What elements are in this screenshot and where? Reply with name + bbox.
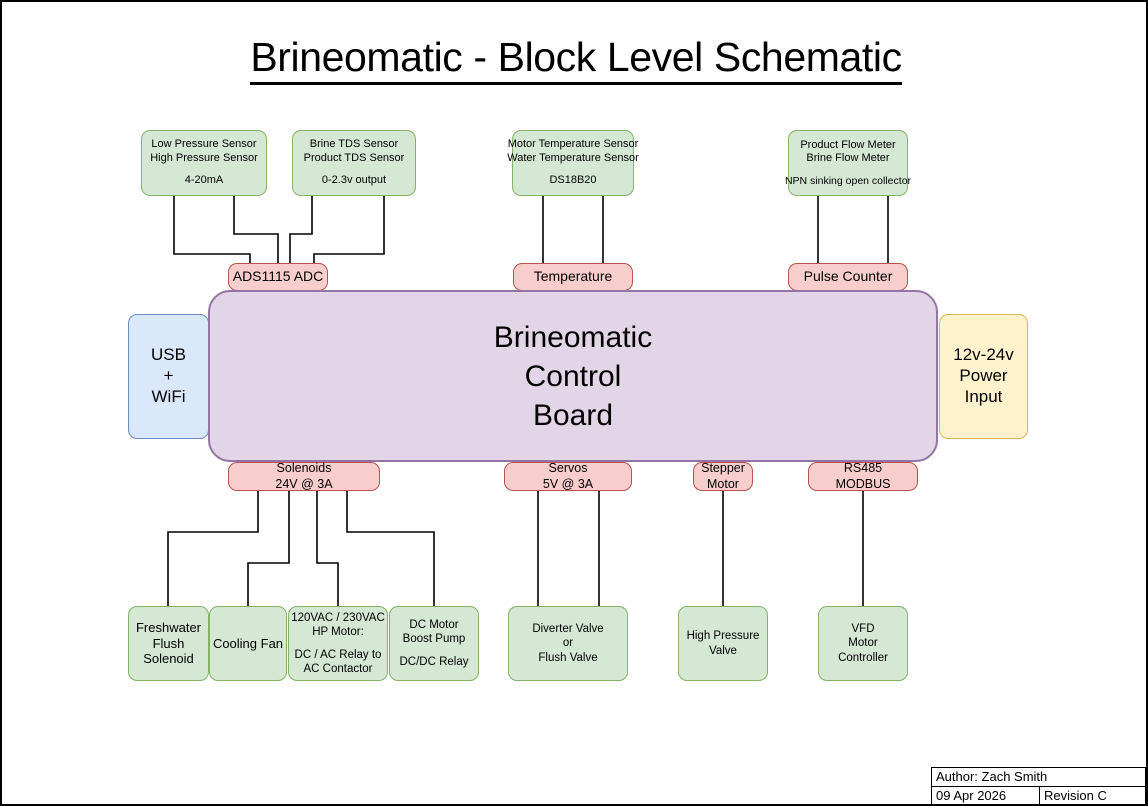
- sensor-line-1: Product Flow Meter: [800, 138, 896, 151]
- sensor-line-1: Low Pressure Sensor: [151, 138, 257, 151]
- device-line-1: Freshwater: [135, 619, 202, 635]
- power-input: 12v-24v Power Input: [939, 314, 1028, 439]
- interface-line-2: MODBUS: [835, 476, 891, 491]
- device-vfd-motor-controller: VFD Motor Controller: [818, 606, 908, 681]
- device-line-3: Controller: [838, 651, 888, 664]
- title-block-date: 09 Apr 2026: [932, 786, 1040, 804]
- interface-rs485-modbus: RS485 MODBUS: [808, 461, 918, 491]
- interface-label: Temperature: [533, 268, 613, 285]
- sensor-flow-meters: Product Flow Meter Brine Flow Meter NPN …: [784, 130, 912, 196]
- wire-solenoids-to-hp-motor: [316, 491, 339, 607]
- interface-ads1115-adc: ADS1115 ADC: [228, 263, 328, 291]
- page-title-text: Brineomatic - Block Level Schematic: [250, 34, 902, 85]
- comms-line-1: USB: [151, 345, 186, 365]
- title-block-author-row: Author: Zach Smith: [932, 768, 1145, 787]
- device-line-1: DC Motor: [409, 618, 459, 631]
- sensor-tds-sensors: Brine TDS Sensor Product TDS Sensor 0-2.…: [292, 130, 416, 196]
- interface-temperature: Temperature: [513, 263, 633, 291]
- device-line-2: Motor: [848, 637, 878, 650]
- sensor-line-2: Product TDS Sensor: [303, 151, 405, 164]
- power-line-1: 12v-24v: [953, 345, 1014, 365]
- interface-label: Pulse Counter: [803, 268, 893, 285]
- title-block-author: Author: Zach Smith: [936, 769, 1048, 785]
- sensor-spec: DS18B20: [549, 174, 597, 187]
- device-line-2: or: [562, 637, 574, 650]
- sensor-line-2: Water Temperature Sensor: [507, 151, 639, 164]
- sensor-line-2: Brine Flow Meter: [806, 151, 890, 164]
- page-title: Brineomatic - Block Level Schematic: [2, 34, 1146, 85]
- device-line-3: Solenoid: [143, 651, 194, 667]
- title-block: Author: Zach Smith 09 Apr 2026 Revision …: [931, 767, 1146, 804]
- device-dc-boost-pump: DC Motor Boost Pump DC/DC Relay: [389, 606, 479, 681]
- interface-pulse-counter: Pulse Counter: [788, 263, 908, 291]
- interface-line-2: 24V @ 3A: [275, 476, 333, 491]
- device-line-2: Valve: [709, 644, 737, 657]
- device-line-2: Flush: [152, 635, 185, 651]
- power-line-2: Power: [959, 366, 1008, 386]
- wire-solenoids-to-dc-boost-pump: [346, 491, 435, 607]
- device-line-3: DC/DC Relay: [399, 656, 469, 669]
- interface-line-1: Stepper: [701, 461, 745, 476]
- device-high-pressure-valve: High Pressure Valve: [678, 606, 768, 681]
- device-hp-motor: 120VAC / 230VAC HP Motor: DC / AC Relay …: [288, 606, 388, 681]
- wire-pressure-low-to-adc: [173, 196, 251, 264]
- title-block-meta-row: 09 Apr 2026 Revision C: [932, 786, 1145, 804]
- interface-servos: Servos 5V @ 3A: [504, 461, 632, 491]
- device-line-4: AC Contactor: [303, 663, 373, 676]
- brineomatic-control-board: Brineomatic Control Board: [208, 290, 938, 462]
- sensor-line-2: High Pressure Sensor: [150, 151, 258, 164]
- sensor-line-1: Brine TDS Sensor: [309, 138, 399, 151]
- sensor-spec: 0-2.3v output: [321, 174, 387, 187]
- interface-line-1: RS485: [843, 461, 883, 476]
- sensor-temperature-sensors: Motor Temperature Sensor Water Temperatu…: [507, 130, 639, 196]
- sensor-spec: 4-20mA: [184, 174, 224, 187]
- board-line-2: Control: [524, 359, 622, 393]
- interface-label: ADS1115 ADC: [232, 268, 324, 285]
- interface-line-1: Solenoids: [276, 461, 332, 476]
- device-cooling-fan: Cooling Fan: [209, 606, 287, 681]
- device-line-2: HP Motor:: [312, 625, 364, 638]
- device-line-1: VFD: [851, 623, 875, 636]
- device-line-1: High Pressure: [686, 630, 760, 643]
- device-freshwater-flush-solenoid: Freshwater Flush Solenoid: [128, 606, 209, 681]
- wire-solenoids-to-cooling-fan: [247, 491, 290, 607]
- comms-line-2: +: [163, 366, 174, 386]
- sensor-line-1: Motor Temperature Sensor: [507, 138, 639, 151]
- interface-line-2: Motor: [707, 476, 739, 491]
- interface-solenoids: Solenoids 24V @ 3A: [228, 461, 380, 491]
- board-line-3: Board: [532, 398, 614, 432]
- device-line-1: Cooling Fan: [212, 635, 284, 651]
- power-line-3: Input: [964, 386, 1003, 406]
- interface-line-1: Servos: [548, 461, 588, 476]
- wire-solenoids-to-freshwater-flush: [167, 491, 259, 607]
- interface-line-2: 5V @ 3A: [542, 476, 594, 491]
- device-diverter-valve: Diverter Valve or Flush Valve: [508, 606, 628, 681]
- wire-tds-product-to-adc: [313, 196, 385, 264]
- wire-pressure-high-to-adc: [233, 196, 279, 264]
- comms-usb-wifi: USB + WiFi: [128, 314, 209, 439]
- comms-line-3: WiFi: [151, 386, 186, 406]
- device-line-1: Diverter Valve: [532, 623, 604, 636]
- device-line-2: Boost Pump: [402, 632, 466, 645]
- wire-tds-brine-to-adc: [289, 196, 313, 264]
- device-line-1: 120VAC / 230VAC: [291, 611, 385, 624]
- interface-stepper-motor: Stepper Motor: [693, 461, 753, 491]
- device-line-3: DC / AC Relay to: [294, 649, 382, 662]
- device-line-3: Flush Valve: [538, 651, 598, 664]
- sensor-pressure-sensors: Low Pressure Sensor High Pressure Sensor…: [141, 130, 267, 196]
- title-block-revision: Revision C: [1044, 788, 1107, 804]
- board-line-1: Brineomatic: [493, 320, 653, 354]
- sensor-spec: NPN sinking open collector: [784, 174, 912, 187]
